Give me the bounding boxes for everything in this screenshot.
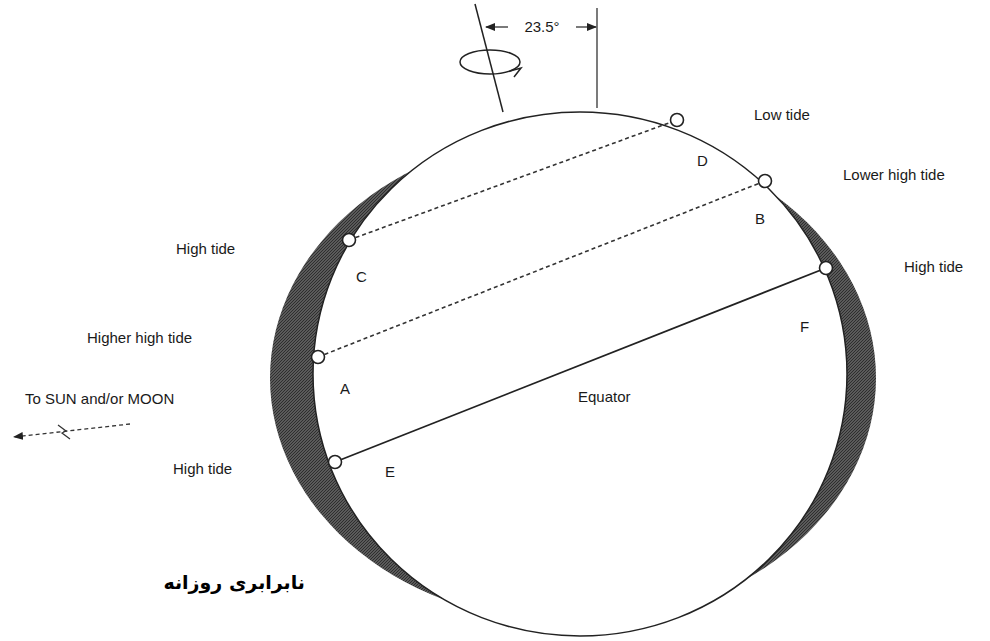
angle-arrow [486, 26, 508, 27]
rotation-axis [475, 4, 503, 112]
point-letter: A [340, 380, 350, 398]
latitude-line [318, 181, 765, 357]
tide-label: High tide [176, 240, 235, 258]
direction-arrow [14, 424, 130, 437]
equator-label: Equator [578, 388, 631, 406]
earth-outline [313, 112, 847, 636]
tide-label: Low tide [754, 106, 810, 124]
equator-line [335, 268, 826, 462]
direction-mark [58, 425, 70, 439]
point-letter: E [385, 463, 395, 481]
tide-label: High tide [173, 460, 232, 478]
tide-label: Higher high tide [87, 329, 192, 347]
point-letter: C [356, 268, 367, 286]
latitude-line [349, 120, 677, 240]
vertical-reference [596, 8, 597, 108]
point-letter: B [755, 210, 765, 228]
rotation-arrow [510, 68, 521, 77]
angle-label: 23.5° [524, 18, 559, 36]
angle-arrow [576, 26, 596, 27]
point-letter: D [697, 152, 708, 170]
location-points [312, 114, 833, 469]
tide-label: High tide [904, 258, 963, 276]
caption: نابرابری روزانه [163, 571, 305, 593]
direction-label: To SUN and/or MOON [25, 390, 174, 408]
tide-label: Lower high tide [843, 166, 945, 184]
point-letter: F [800, 318, 809, 336]
